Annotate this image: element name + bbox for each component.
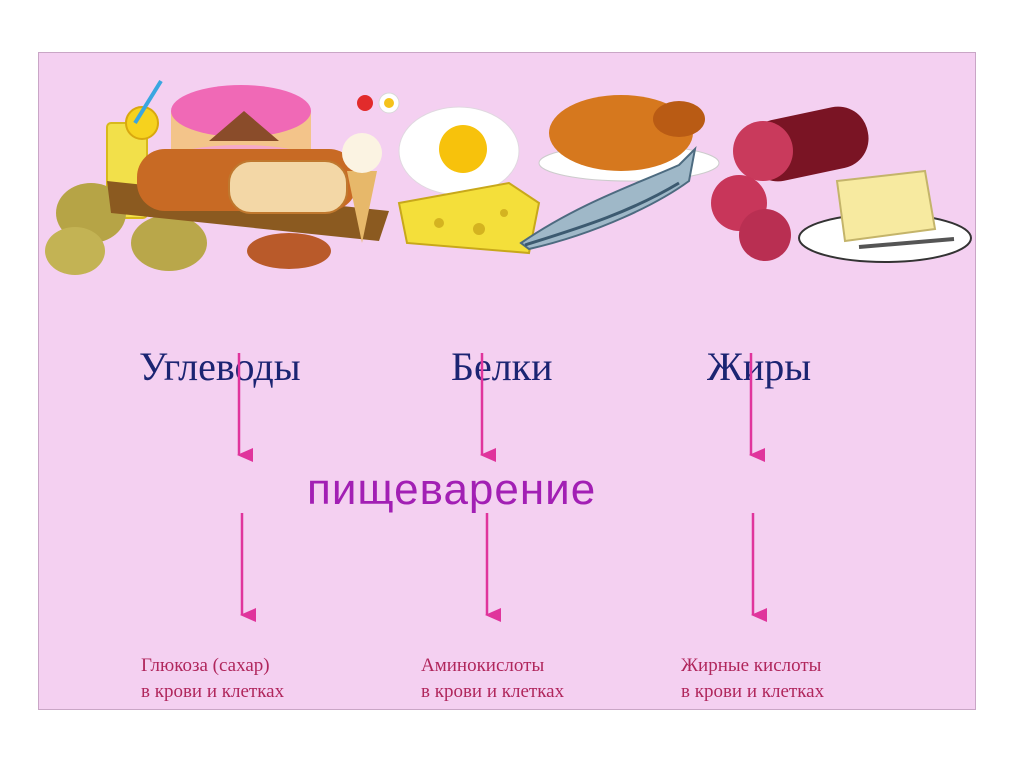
sausage-icon <box>711 106 869 261</box>
category-label-proteins: Белки <box>451 344 553 389</box>
fried-egg-icon <box>398 106 520 196</box>
category-label-fats: Жиры <box>707 344 812 389</box>
fish-icon <box>519 146 697 251</box>
result-carbs: Глюкоза (сахар) в крови и клетках <box>141 653 284 705</box>
result-proteins-line2: в крови и клетках <box>421 681 565 702</box>
result-proteins-line1: Аминокислоты <box>421 655 545 676</box>
cheese-icon <box>397 181 541 255</box>
butter-icon <box>798 169 972 263</box>
potato-icon <box>45 183 207 275</box>
result-carbs-line2: в крови и клетках <box>141 681 285 702</box>
bread-icon <box>107 149 389 269</box>
result-fats-line2: в крови и клетках <box>681 681 825 702</box>
result-fats: Жирные кислоты в крови и клетках <box>681 653 824 705</box>
result-fats-line1: Жирные кислоты <box>681 655 822 676</box>
diagram-slide: Углеводы Белки Жиры пищеварение Глюкоза … <box>38 52 976 710</box>
category-label-carbs: Углеводы <box>139 344 301 389</box>
food-illustration <box>45 79 972 275</box>
process-label: пищеварение <box>307 465 597 514</box>
arrows-layer <box>237 353 767 622</box>
ice-cream-icon <box>342 92 400 243</box>
result-proteins: Аминокислоты в крови и клетках <box>421 653 564 705</box>
result-carbs-line1: Глюкоза (сахар) <box>141 655 270 676</box>
